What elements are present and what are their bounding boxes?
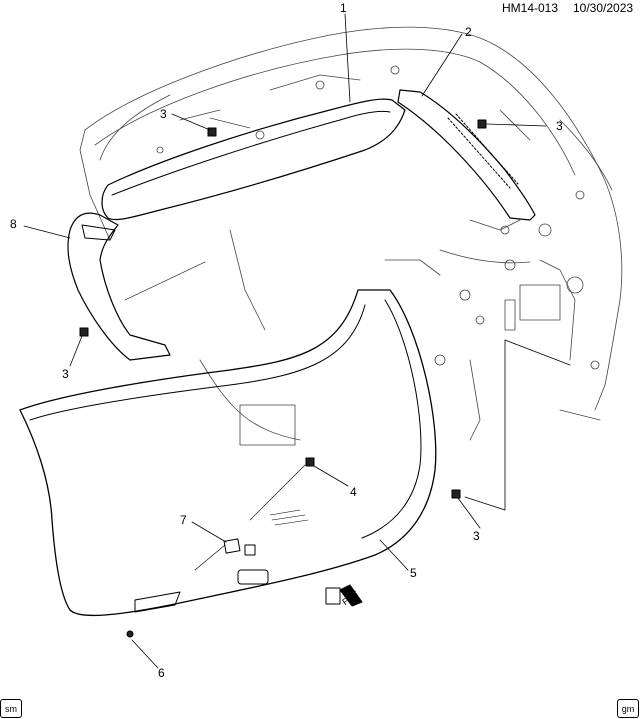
part-1-upper-trim-panel xyxy=(101,98,406,221)
liftgate-frame xyxy=(79,26,623,446)
callout-4: 4 xyxy=(350,485,357,499)
diagram-date: 10/30/2023 xyxy=(573,1,634,15)
leader-lines xyxy=(23,13,571,669)
callout-1: 1 xyxy=(340,1,347,15)
callout-3-upper-right: 3 xyxy=(556,119,563,133)
callout-7: 7 xyxy=(180,513,187,527)
part-2-right-pillar-trim xyxy=(397,89,536,221)
part-1-inner-edge xyxy=(111,110,391,196)
front-direction-arrow xyxy=(325,584,363,607)
callout-3-lower-right: 3 xyxy=(473,529,480,543)
callout-3-left: 3 xyxy=(62,367,69,381)
callout-5: 5 xyxy=(410,566,417,580)
callout-8: 8 xyxy=(10,217,17,231)
fasteners xyxy=(79,119,487,638)
callout-6: 6 xyxy=(158,666,165,680)
callout-3-upper-left: 3 xyxy=(160,107,167,121)
diagram-code: HM14-013 xyxy=(502,1,559,15)
corner-mark-left: sm xyxy=(0,699,22,718)
part-5-lower-liftgate-trim xyxy=(19,289,437,617)
corner-mark-right: gm xyxy=(617,699,639,718)
part-7-pad xyxy=(223,538,241,554)
callout-2: 2 xyxy=(465,25,472,39)
alignment-lines xyxy=(124,117,306,571)
part-8-left-pillar-trim xyxy=(67,212,171,361)
